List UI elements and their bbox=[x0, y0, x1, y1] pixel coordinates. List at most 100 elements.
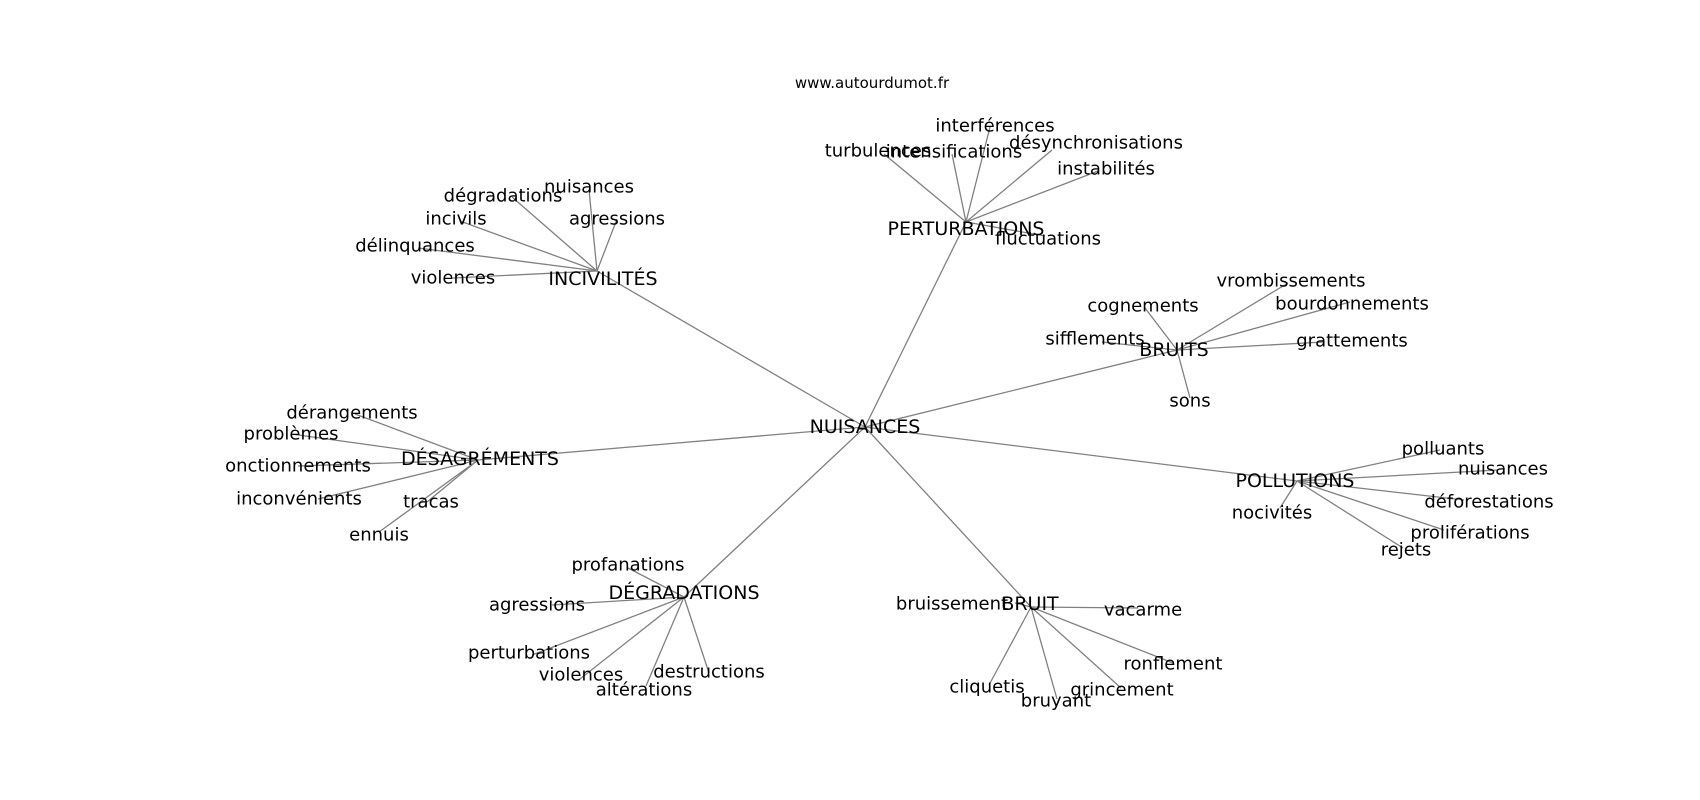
edge-hub-to-leaf bbox=[426, 459, 479, 503]
edge-hub-to-leaf bbox=[1030, 606, 1174, 664]
edge-hub-to-leaf bbox=[1176, 341, 1325, 351]
edge-root-to-hub bbox=[864, 349, 1178, 428]
edge-hub-to-leaf bbox=[551, 596, 685, 606]
edge-root-to-hub bbox=[683, 426, 866, 598]
leaf-node: intensifications bbox=[886, 142, 1022, 163]
leaf-node: fluctuations bbox=[995, 229, 1101, 250]
leaf-node: profanations bbox=[571, 555, 684, 576]
leaf-node: grincement bbox=[1070, 680, 1173, 701]
edge-hub-to-leaf bbox=[988, 606, 1032, 686]
leaf-node: dégradations bbox=[444, 186, 563, 207]
root-node: NUISANCES bbox=[810, 416, 921, 438]
graph-labels: www.autourdumot.fr NUISANCES INCIVILITÉS n… bbox=[225, 74, 1554, 712]
edge-hub-to-leaf bbox=[883, 153, 967, 223]
leaf-node: ronflement bbox=[1124, 654, 1223, 675]
leaf-node: déforestations bbox=[1424, 492, 1553, 513]
hub-node: INCIVILITÉS bbox=[548, 267, 657, 290]
leaf-node: problèmes bbox=[244, 424, 339, 445]
hub-node: PERTURBATIONS bbox=[888, 218, 1045, 240]
edge-hub-to-leaf bbox=[1296, 480, 1445, 531]
edge-hub-to-leaf bbox=[378, 459, 479, 533]
leaf-node: rejets bbox=[1381, 540, 1432, 561]
watermark: www.autourdumot.fr bbox=[795, 74, 950, 92]
edge-hub-to-leaf bbox=[452, 270, 598, 279]
leaf-node: agressions bbox=[489, 595, 585, 616]
edge-hub-to-leaf bbox=[627, 567, 685, 598]
leaf-node: dérangements bbox=[286, 403, 417, 424]
edge-hub-to-leaf bbox=[1176, 349, 1191, 399]
edge-hub-to-leaf bbox=[1296, 449, 1441, 482]
edge-hub-to-leaf bbox=[417, 247, 598, 272]
edge-root-to-hub bbox=[864, 426, 1032, 608]
leaf-node: ennuis bbox=[349, 525, 409, 546]
leaf-node: nuisances bbox=[1458, 459, 1548, 480]
edge-hub-to-leaf bbox=[1176, 301, 1351, 351]
leaf-node: sifflements bbox=[1045, 329, 1144, 350]
leaf-node: perturbations bbox=[468, 643, 590, 664]
hub-node: DÉGRADATIONS bbox=[608, 581, 759, 604]
leaf-node: incivils bbox=[425, 209, 486, 230]
leaf-node: sons bbox=[1169, 391, 1210, 412]
leaf-node: inconvénients bbox=[236, 489, 362, 510]
edge-root-to-hub bbox=[864, 426, 1298, 482]
edge-hub-to-leaf bbox=[1030, 606, 1122, 689]
leaf-node: délinquances bbox=[355, 236, 475, 257]
edge-hub-to-leaf bbox=[290, 433, 479, 461]
edge-hub-to-leaf bbox=[965, 126, 991, 223]
leaf-node: polluants bbox=[1402, 439, 1485, 460]
leaf-node: cognements bbox=[1087, 296, 1198, 317]
edge-hub-to-leaf bbox=[965, 221, 1046, 237]
leaf-node: bruyant bbox=[1021, 691, 1091, 712]
leaf-node: proliférations bbox=[1410, 523, 1529, 544]
edge-hub-to-leaf bbox=[965, 170, 1099, 223]
edge-hub-to-leaf bbox=[1296, 480, 1465, 501]
edge-hub-to-leaf bbox=[1296, 469, 1499, 482]
leaf-node: altérations bbox=[596, 680, 692, 701]
leaf-node: violences bbox=[411, 268, 496, 289]
hub-node: DÉSAGRÉMENTS bbox=[401, 447, 559, 470]
edge-root-to-hub bbox=[864, 221, 967, 428]
leaf-node: vacarme bbox=[1104, 600, 1182, 621]
edge-hub-to-leaf bbox=[1030, 606, 1139, 609]
edge-hub-to-leaf bbox=[1279, 480, 1298, 509]
edge-root-to-hub bbox=[477, 426, 866, 461]
leaf-node: violences bbox=[539, 665, 624, 686]
edge-hub-to-leaf bbox=[1101, 341, 1178, 351]
leaf-node: agressions bbox=[569, 209, 665, 230]
edge-hub-to-leaf bbox=[1030, 606, 1058, 700]
leaf-node: vrombissements bbox=[1217, 271, 1366, 292]
edge-hub-to-leaf bbox=[965, 149, 1053, 223]
leaf-node: nocivités bbox=[1232, 503, 1312, 524]
edge-hub-to-leaf bbox=[683, 596, 710, 674]
edge-hub-to-leaf bbox=[1014, 602, 1032, 608]
edge-hub-to-leaf bbox=[588, 189, 598, 272]
edge-hub-to-leaf bbox=[297, 459, 479, 467]
hub-node: POLLUTIONS bbox=[1236, 470, 1355, 492]
edge-hub-to-leaf bbox=[1144, 307, 1178, 351]
edge-hub-to-leaf bbox=[951, 153, 967, 223]
hub-node: BRUITS bbox=[1139, 339, 1208, 361]
leaf-node: bruissement bbox=[896, 594, 1008, 615]
edge-hub-to-leaf bbox=[1296, 480, 1404, 549]
leaf-node: onctionnements bbox=[225, 456, 371, 477]
leaf-node: cliquetis bbox=[949, 677, 1024, 698]
leaf-node: instabilités bbox=[1057, 159, 1155, 180]
edge-hub-to-leaf bbox=[511, 196, 598, 272]
edge-hub-to-leaf bbox=[317, 459, 479, 500]
leaf-node: destructions bbox=[653, 662, 765, 683]
edge-hub-to-leaf bbox=[645, 596, 685, 687]
leaf-node: grattements bbox=[1296, 331, 1408, 352]
leaf-node: tracas bbox=[403, 492, 459, 513]
hub-node: BRUIT bbox=[1001, 593, 1059, 615]
edge-root-to-hub bbox=[596, 270, 866, 428]
leaf-node: désynchronisations bbox=[1009, 133, 1183, 154]
leaf-node: nuisances bbox=[544, 177, 634, 198]
edge-hub-to-leaf bbox=[1176, 282, 1289, 351]
edge-hub-to-leaf bbox=[354, 413, 479, 461]
edge-hub-to-leaf bbox=[579, 596, 685, 680]
edge-hub-to-leaf bbox=[459, 220, 598, 272]
leaf-node: bourdonnements bbox=[1275, 294, 1429, 315]
edge-hub-to-leaf bbox=[531, 596, 685, 656]
graph-edges bbox=[290, 126, 1499, 700]
